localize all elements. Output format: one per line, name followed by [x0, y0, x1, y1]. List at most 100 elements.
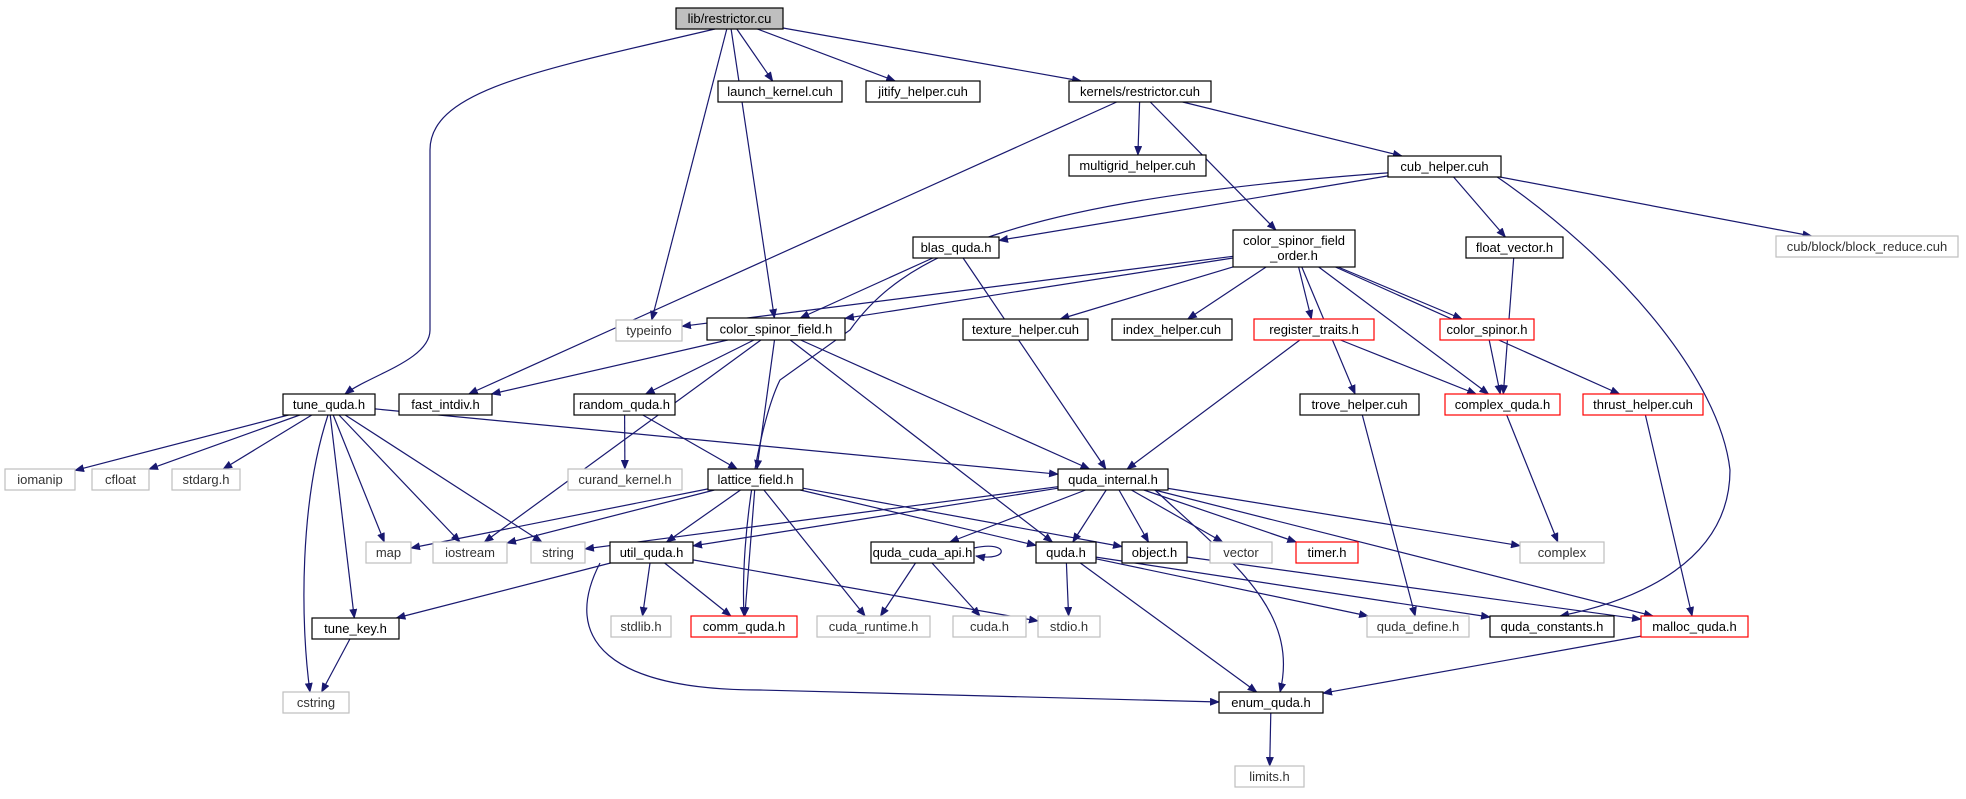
edge-tune_quda-to-quda_internal	[374, 408, 1059, 478]
edge-quda_h-to-quda_constants	[1095, 556, 1491, 620]
node-quda_h[interactable]: quda.h	[1035, 541, 1097, 564]
node-lattice_field[interactable]: lattice_field.h	[707, 468, 804, 491]
edge-enum_quda-to-limits	[1265, 712, 1274, 767]
node-tune_quda[interactable]: tune_quda.h	[282, 393, 376, 416]
edge-register_traits-to-quda_internal	[1126, 339, 1301, 470]
node-box	[311, 617, 400, 640]
node-vector[interactable]: vector	[1209, 541, 1273, 564]
node-label: fast_intdiv.h	[411, 397, 479, 412]
node-box	[610, 615, 672, 638]
edge-color_spinor_field-to-quda_h	[789, 339, 1054, 543]
node-restrictor_cu[interactable]: lib/restrictor.cu	[675, 7, 784, 30]
node-fast_intdiv[interactable]: fast_intdiv.h	[398, 393, 493, 416]
node-thrust_helper[interactable]: thrust_helper.cuh	[1582, 393, 1704, 416]
node-stdlib[interactable]: stdlib.h	[610, 615, 672, 638]
edge-quda_h-to-quda_define	[1095, 558, 1370, 619]
edge-register_traits-to-complex_quda	[1340, 339, 1478, 395]
node-quda_define[interactable]: quda_define.h	[1366, 615, 1470, 638]
node-quda_internal[interactable]: quda_internal.h	[1057, 468, 1169, 491]
node-label: complex_quda.h	[1455, 397, 1550, 412]
node-color_spinor[interactable]: color_spinor.h	[1439, 318, 1535, 341]
node-util_quda[interactable]: util_quda.h	[609, 541, 694, 564]
node-box	[1121, 541, 1188, 564]
edge-cub_helper-to-float_vector	[1453, 176, 1507, 238]
node-limits[interactable]: limits.h	[1234, 765, 1305, 788]
node-box	[432, 541, 508, 564]
node-curand_kernel[interactable]: curand_kernel.h	[567, 468, 683, 491]
node-index_helper[interactable]: index_helper.cuh	[1111, 318, 1233, 341]
node-label: tune_quda.h	[293, 397, 365, 412]
node-box	[690, 615, 798, 638]
edge-trove_helper-to-quda_define	[1361, 414, 1417, 617]
node-cub_block_reduce[interactable]: cub/block/block_reduce.cuh	[1775, 235, 1959, 258]
node-cuda_runtime[interactable]: cuda_runtime.h	[816, 615, 931, 638]
node-quda_cuda_api[interactable]: quda_cuda_api.h	[870, 541, 975, 564]
node-label: vector	[1223, 545, 1259, 560]
node-label: blas_quda.h	[921, 240, 992, 255]
node-label: iomanip	[17, 472, 63, 487]
node-box	[1640, 615, 1749, 638]
node-label: cstring	[297, 695, 335, 710]
edge-color_spinor-to-complex_quda	[1488, 339, 1503, 395]
node-enum_quda[interactable]: enum_quda.h	[1218, 691, 1324, 714]
node-typeinfo[interactable]: typeinfo	[615, 319, 683, 342]
node-cs_field_order[interactable]: color_spinor_field_order.h	[1232, 229, 1356, 268]
node-float_vector[interactable]: float_vector.h	[1465, 236, 1564, 259]
node-cub_helper[interactable]: cub_helper.cuh	[1387, 155, 1502, 178]
node-box	[615, 319, 683, 342]
edge-restrictor_cu-to-color_spinor_field	[730, 28, 778, 319]
node-stdio[interactable]: stdio.h	[1037, 615, 1101, 638]
edge-cub_helper-to-comm_quda	[739, 171, 1401, 617]
node-color_spinor_field[interactable]: color_spinor_field.h	[706, 317, 846, 341]
edge-tune_quda-to-stdarg	[222, 414, 313, 470]
node-malloc_quda[interactable]: malloc_quda.h	[1640, 615, 1749, 638]
node-kernels_restrictor[interactable]: kernels/restrictor.cuh	[1068, 80, 1212, 103]
node-register_traits[interactable]: register_traits.h	[1253, 318, 1375, 341]
node-random_quda[interactable]: random_quda.h	[573, 393, 676, 416]
edge-random_quda-to-lattice_field	[642, 414, 739, 470]
node-map[interactable]: map	[365, 541, 412, 564]
node-launch_kernel[interactable]: launch_kernel.cuh	[717, 80, 843, 103]
edge-restrictor_cu-to-launch_kernel	[736, 28, 774, 82]
node-box	[365, 541, 412, 564]
node-complex[interactable]: complex	[1519, 541, 1605, 564]
node-label: color_spinor_field.h	[720, 322, 833, 337]
node-box	[962, 318, 1089, 341]
node-label: color_spinor_field_order.h	[1243, 233, 1345, 263]
node-box	[567, 468, 683, 491]
node-iomanip[interactable]: iomanip	[4, 468, 76, 491]
node-blas_quda[interactable]: blas_quda.h	[912, 236, 1000, 259]
node-box	[1111, 318, 1233, 341]
node-object_h[interactable]: object.h	[1121, 541, 1188, 564]
node-cfloat[interactable]: cfloat	[91, 468, 150, 491]
node-box	[171, 468, 241, 491]
node-box	[609, 541, 694, 564]
nodes: lib/restrictor.cu launch_kernel.cuh jitify…	[4, 7, 1959, 788]
node-multigrid_helper[interactable]: multigrid_helper.cuh	[1068, 154, 1207, 177]
node-timer_h[interactable]: timer.h	[1295, 541, 1359, 564]
node-quda_constants[interactable]: quda_constants.h	[1489, 615, 1615, 638]
node-cstring[interactable]: cstring	[282, 691, 350, 714]
edges	[74, 27, 1813, 767]
node-trove_helper[interactable]: trove_helper.cuh	[1299, 393, 1420, 416]
edge-kernels_restrictor-to-cub_helper	[1182, 101, 1403, 158]
node-box	[717, 80, 843, 103]
node-comm_quda[interactable]: comm_quda.h	[690, 615, 798, 638]
node-cuda_h[interactable]: cuda.h	[952, 615, 1027, 638]
node-label-line: color_spinor_field	[1243, 233, 1345, 248]
node-box	[1037, 615, 1101, 638]
node-jitify_helper[interactable]: jitify_helper.cuh	[865, 80, 981, 103]
edge-thrust_helper-to-malloc_quda	[1644, 414, 1694, 617]
node-box	[1295, 541, 1359, 564]
node-string[interactable]: string	[530, 541, 586, 564]
node-box	[530, 541, 586, 564]
node-stdarg[interactable]: stdarg.h	[171, 468, 241, 491]
node-texture_helper[interactable]: texture_helper.cuh	[962, 318, 1089, 341]
node-label: index_helper.cuh	[1123, 322, 1221, 337]
node-label: trove_helper.cuh	[1311, 397, 1407, 412]
edge-cub_helper-to-cub_block_reduce	[1499, 176, 1813, 239]
node-complex_quda[interactable]: complex_quda.h	[1444, 393, 1561, 416]
edge-cub_helper-to-blas_quda	[998, 175, 1389, 243]
node-iostream[interactable]: iostream	[432, 541, 508, 564]
node-tune_key[interactable]: tune_key.h	[311, 617, 400, 640]
